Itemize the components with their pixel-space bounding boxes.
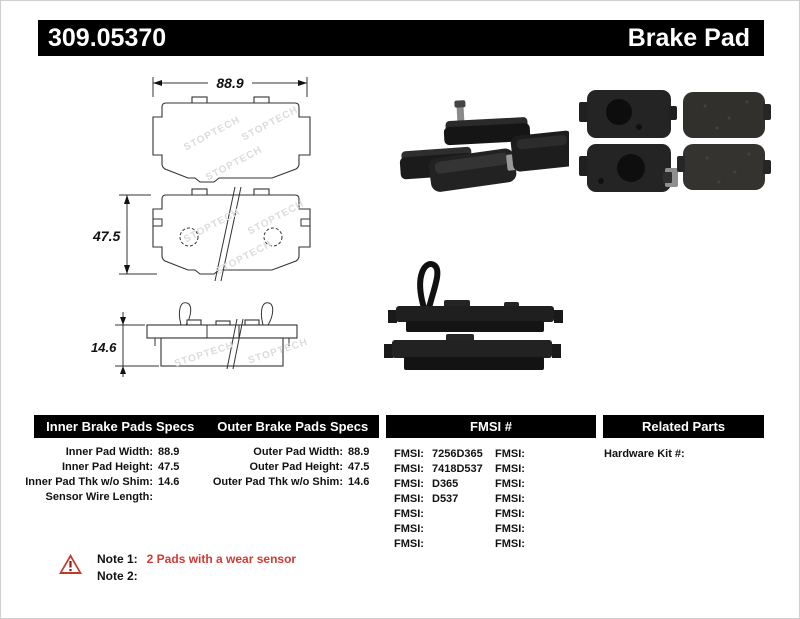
photo-pads-perspective	[399, 100, 569, 192]
table-row: Outer Pad Height: 47.5	[249, 461, 370, 473]
table-row: Inner Pad Thk w/o Shim: 14.6	[25, 476, 180, 488]
photo-pads-edge-view	[384, 261, 563, 370]
outer-specs-title: Outer Brake Pads Specs	[217, 419, 369, 434]
dim-height-label: 47.5	[92, 228, 120, 244]
table-row: FMSI:	[495, 493, 525, 505]
related-parts-table: Hardware Kit #:	[604, 447, 685, 462]
note-1-text: 2 Pads with a wear sensor	[146, 552, 297, 566]
table-row: FMSI:7418D537	[394, 463, 483, 475]
table-row: Outer Pad Thk w/o Shim: 14.6	[212, 476, 370, 488]
table-row: FMSI:D537	[394, 493, 459, 505]
photo-pads-top-view	[579, 90, 771, 192]
product-type: Brake Pad	[627, 23, 750, 52]
table-row: FMSI:	[495, 523, 525, 535]
pad-photo-friction-1	[683, 92, 771, 138]
pad-photo-edge-1	[388, 300, 563, 332]
table-row: Sensor Wire Length:	[45, 491, 153, 503]
table-row: FMSI:7256D365	[394, 448, 483, 460]
table-row: FMSI:	[495, 448, 525, 460]
table-row: FMSI:	[394, 523, 424, 535]
pad-photo-backing-2	[579, 144, 678, 192]
pad-photo-friction-2	[677, 144, 771, 190]
note-2-label: Note 2:	[97, 569, 138, 583]
inner-specs-table: Inner Pad Width: 88.9 Inner Pad Height: …	[19, 445, 189, 505]
table-row: FMSI:	[495, 508, 525, 520]
part-number: 309.05370	[48, 23, 167, 52]
dim-width-label: 88.9	[216, 75, 243, 91]
table-row: FMSI:D365	[394, 478, 459, 490]
table-row: Inner Pad Width: 88.9	[65, 446, 180, 458]
dimension-width: 88.9	[152, 75, 308, 97]
warning-icon	[59, 554, 82, 574]
table-row: FMSI:	[394, 538, 424, 550]
specs-header-bar: Inner Brake Pads Specs Outer Brake Pads …	[34, 415, 379, 438]
note-2: Note 2:	[97, 569, 147, 584]
fmsi-column-2: FMSI: FMSI: FMSI: FMSI: FMSI: FMSI: FMSI…	[495, 447, 533, 552]
pad-front-view-inner: STOPTECH STOPTECH STOPTECH	[152, 186, 311, 282]
fmsi-header-bar: FMSI #	[386, 415, 596, 438]
table-row: Outer Pad Width: 88.9	[253, 446, 370, 458]
fmsi-column-1: FMSI:7256D365 FMSI:7418D537 FMSI:D365 FM…	[394, 447, 483, 552]
pad-photo-backing-1	[579, 90, 677, 138]
related-parts-header-bar: Related Parts	[603, 415, 764, 438]
table-row: FMSI:	[495, 463, 525, 475]
technical-drawing: 88.9 STOPTECH STOPTECH STOPTECH STOPTECH…	[91, 75, 311, 377]
pad-photo-backing	[506, 130, 569, 172]
note-1-label: Note 1:	[97, 552, 138, 566]
pad-photo-edge-2	[384, 334, 561, 370]
dimension-height: 47.5	[92, 194, 157, 275]
header-bar: 309.05370 Brake Pad	[38, 20, 764, 56]
table-row: FMSI:	[394, 508, 424, 520]
related-parts-title: Related Parts	[641, 419, 726, 434]
inner-specs-title: Inner Brake Pads Specs	[46, 419, 195, 434]
note-1: Note 1: 2 Pads with a wear sensor	[97, 552, 296, 567]
dimension-thickness: 14.6	[91, 312, 159, 377]
outer-specs-table: Outer Pad Width: 88.9 Outer Pad Height: …	[209, 445, 379, 490]
table-row: FMSI:	[495, 478, 525, 490]
fmsi-title: FMSI #	[470, 419, 512, 434]
pad-front-view: STOPTECH STOPTECH STOPTECH	[152, 96, 311, 183]
pad-photo-friction-up	[428, 148, 517, 192]
table-row: FMSI:	[495, 538, 525, 550]
table-row: Inner Pad Height: 47.5	[61, 461, 180, 473]
table-row: Hardware Kit #:	[604, 448, 685, 460]
pad-side-view: STOPTECH STOPTECH	[146, 302, 309, 370]
dim-thickness-label: 14.6	[91, 340, 117, 355]
wear-sensor-wire	[417, 261, 441, 309]
pad-photo-sensor	[443, 100, 531, 146]
